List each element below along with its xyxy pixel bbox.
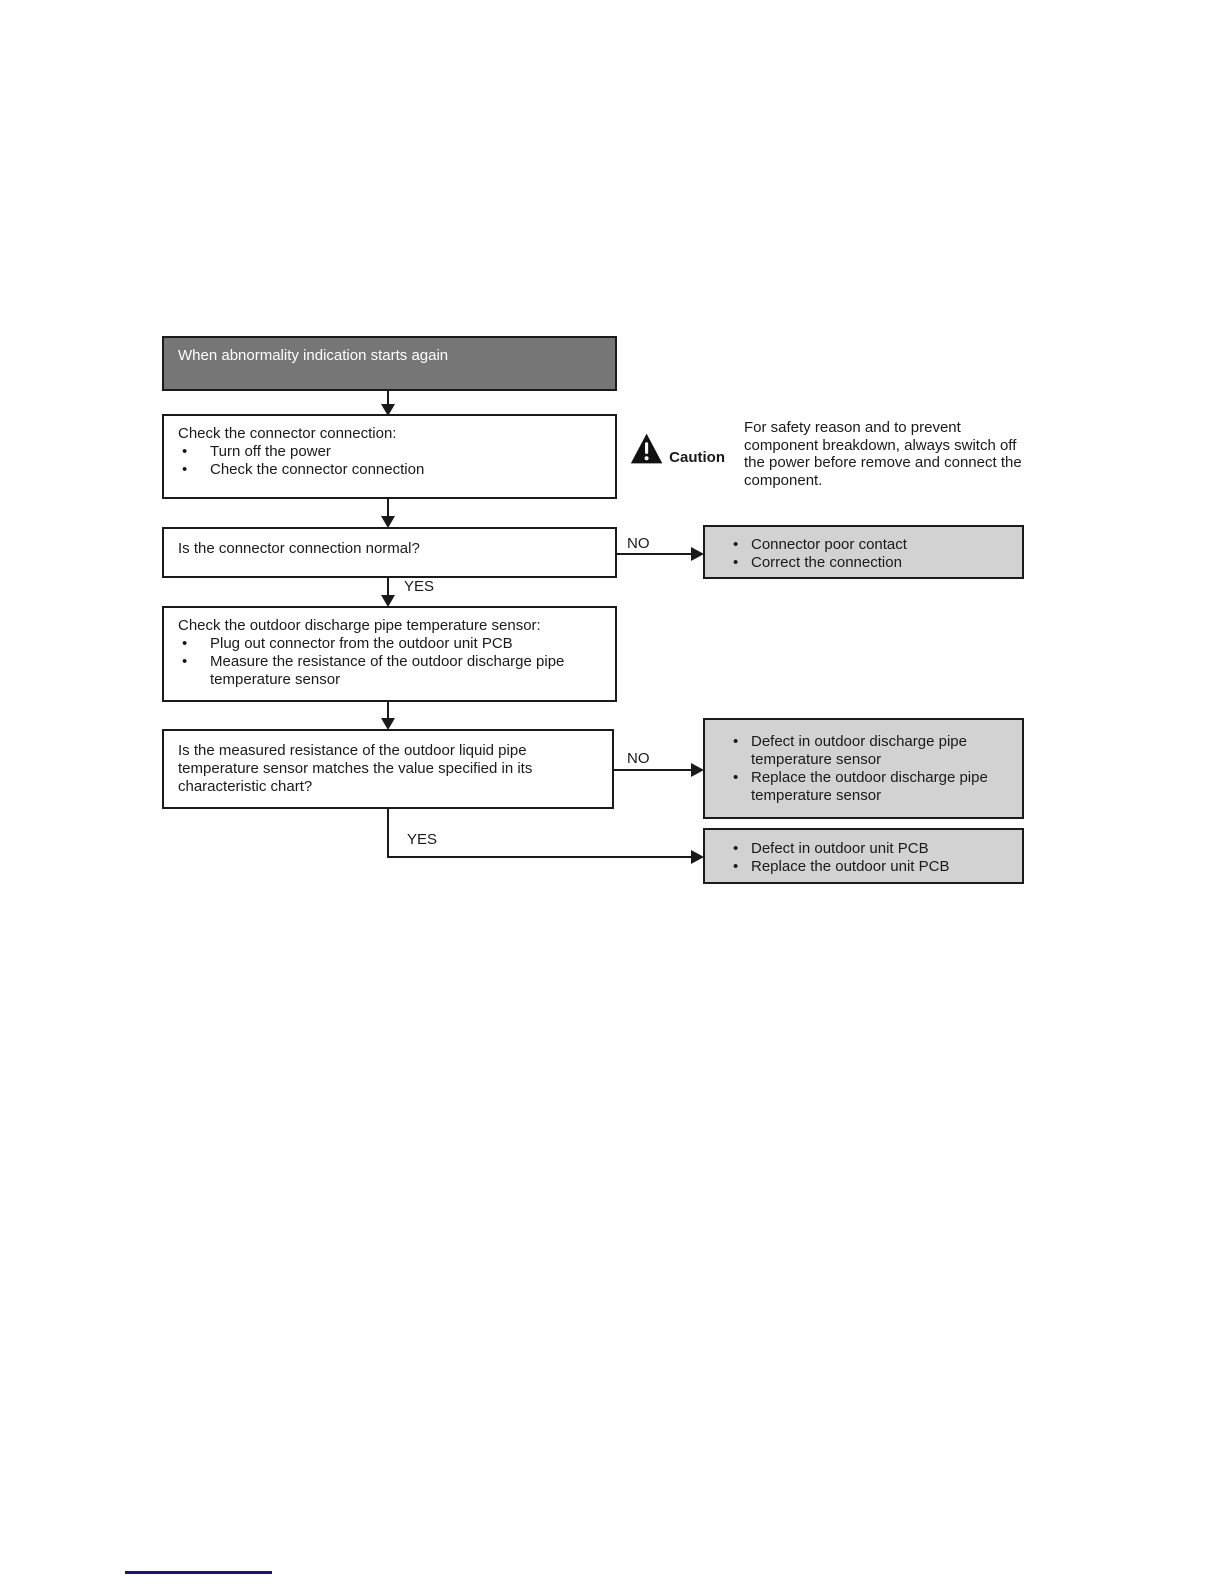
flow-result-yes-bullet-2-text: Replace the outdoor unit PCB: [751, 858, 950, 875]
flow-result-yes-bullet-1: • Defect in outdoor unit PCB: [719, 840, 1014, 858]
flow-result-no2-bullet-2: • Replace the outdoor discharge pipe tem…: [719, 769, 1014, 805]
flow-step2-bullet-2-text: Measure the resistance of the outdoor di…: [210, 653, 565, 688]
flow-result-no2-bullet-2-text: Replace the outdoor discharge pipe tempe…: [751, 769, 988, 804]
flow-result-yes-bullet-1-text: Defect in outdoor unit PCB: [751, 840, 929, 857]
flow-decision2-node: Is the measured resistance of the outdoo…: [162, 729, 614, 809]
flow-step1-bullet-1: • Turn off the power: [178, 443, 603, 461]
bullet-icon: •: [182, 635, 188, 652]
caution-label: Caution: [669, 449, 725, 466]
bullet-icon: •: [733, 733, 739, 750]
warning-triangle-icon: [630, 433, 663, 464]
flow-result-yes-node: • Defect in outdoor unit PCB • Replace t…: [703, 828, 1024, 884]
flow-decision1-node: Is the connector connection normal?: [162, 527, 617, 578]
flow-step2-bullet-2: • Measure the resistance of the outdoor …: [178, 653, 603, 689]
bullet-icon: •: [182, 461, 188, 478]
flow-result-no1-node: • Connector poor contact • Correct the c…: [703, 525, 1024, 579]
flow-step2-title: Check the outdoor discharge pipe tempera…: [178, 617, 541, 634]
flow-result-yes-bullet-2: • Replace the outdoor unit PCB: [719, 858, 1014, 876]
flow-result-no1-bullet-2: • Correct the connection: [719, 554, 1014, 572]
flow-decision1-question: Is the connector connection normal?: [178, 540, 420, 557]
flow-step1-bullet-2: • Check the connector connection: [178, 461, 603, 479]
bullet-icon: •: [182, 653, 188, 670]
flow-step1-title: Check the connector connection:: [178, 425, 397, 442]
flow-start-label: When abnormality indication starts again: [178, 347, 449, 364]
flow-result-no2-bullet-1: • Defect in outdoor discharge pipe tempe…: [719, 733, 1014, 769]
bullet-icon: •: [733, 536, 739, 553]
edge-label-yes-2: YES: [407, 831, 438, 848]
bullet-icon: •: [733, 858, 739, 875]
bullet-icon: •: [733, 769, 739, 786]
edge-label-no-2: NO: [627, 750, 650, 767]
flow-step1-node: Check the connector connection: • Turn o…: [162, 414, 617, 499]
edge-label-yes-1: YES: [404, 578, 435, 595]
bullet-icon: •: [733, 840, 739, 857]
flow-step2-bullet-1-text: Plug out connector from the outdoor unit…: [210, 635, 513, 652]
bullet-icon: •: [733, 554, 739, 571]
flow-result-no1-bullet-1: • Connector poor contact: [719, 536, 1014, 554]
flow-step2-node: Check the outdoor discharge pipe tempera…: [162, 606, 617, 702]
bullet-icon: •: [182, 443, 188, 460]
caution-text: For safety reason and to prevent compone…: [744, 419, 1022, 489]
flow-step1-bullet-1-text: Turn off the power: [210, 443, 331, 460]
flow-result-no1-bullet-1-text: Connector poor contact: [751, 536, 907, 553]
flow-step1-bullet-2-text: Check the connector connection: [210, 461, 425, 478]
edge-label-no-1: NO: [627, 535, 650, 552]
footer-link-line: [125, 1571, 272, 1574]
flow-decision2-question: Is the measured resistance of the outdoo…: [178, 742, 533, 795]
flow-result-no1-bullet-2-text: Correct the connection: [751, 554, 902, 571]
flow-start-node: When abnormality indication starts again: [162, 336, 617, 391]
flow-result-no2-node: • Defect in outdoor discharge pipe tempe…: [703, 718, 1024, 819]
caution-sign: Caution: [630, 430, 725, 467]
flow-result-no2-bullet-1-text: Defect in outdoor discharge pipe tempera…: [751, 733, 967, 768]
flow-step2-bullet-1: • Plug out connector from the outdoor un…: [178, 635, 603, 653]
